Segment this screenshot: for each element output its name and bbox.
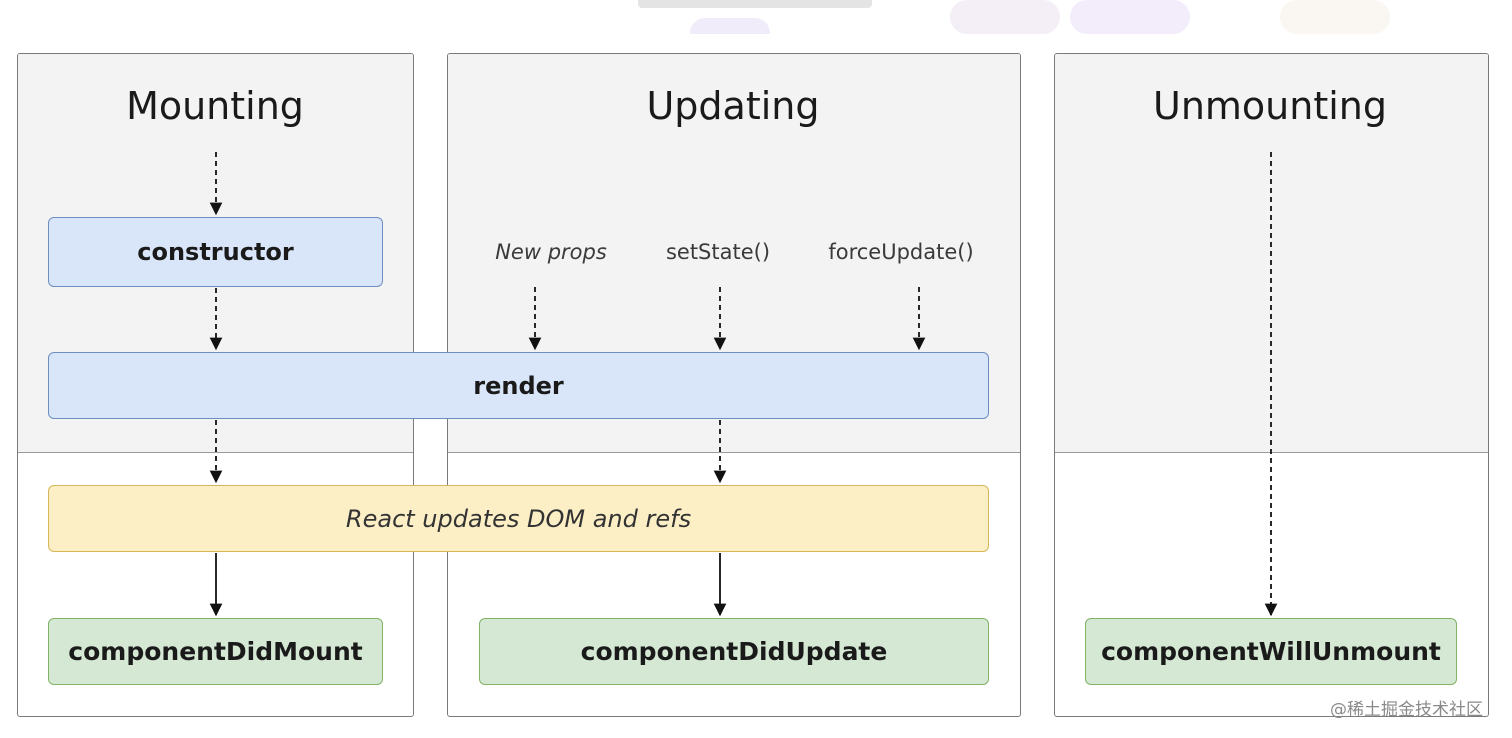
top-banner-fragment	[638, 0, 872, 34]
component-did-update-box: componentDidUpdate	[479, 618, 989, 685]
top-illustration-fragment	[680, 0, 1400, 34]
component-did-mount-box: componentDidMount	[48, 618, 383, 685]
constructor-box: constructor	[48, 217, 383, 287]
trigger-set-state: setState()	[665, 240, 771, 264]
component-will-unmount-box: componentWillUnmount	[1085, 618, 1457, 685]
mounting-title: Mounting	[126, 84, 304, 128]
watermark: @稀土掘金技术社区	[1330, 700, 1483, 720]
dom-update-box: React updates DOM and refs	[48, 485, 989, 552]
trigger-force-update: forceUpdate()	[828, 240, 974, 264]
trigger-new-props: New props	[495, 240, 607, 264]
unmounting-title: Unmounting	[1153, 84, 1387, 128]
updating-title: Updating	[646, 84, 820, 128]
render-box: render	[48, 352, 989, 419]
